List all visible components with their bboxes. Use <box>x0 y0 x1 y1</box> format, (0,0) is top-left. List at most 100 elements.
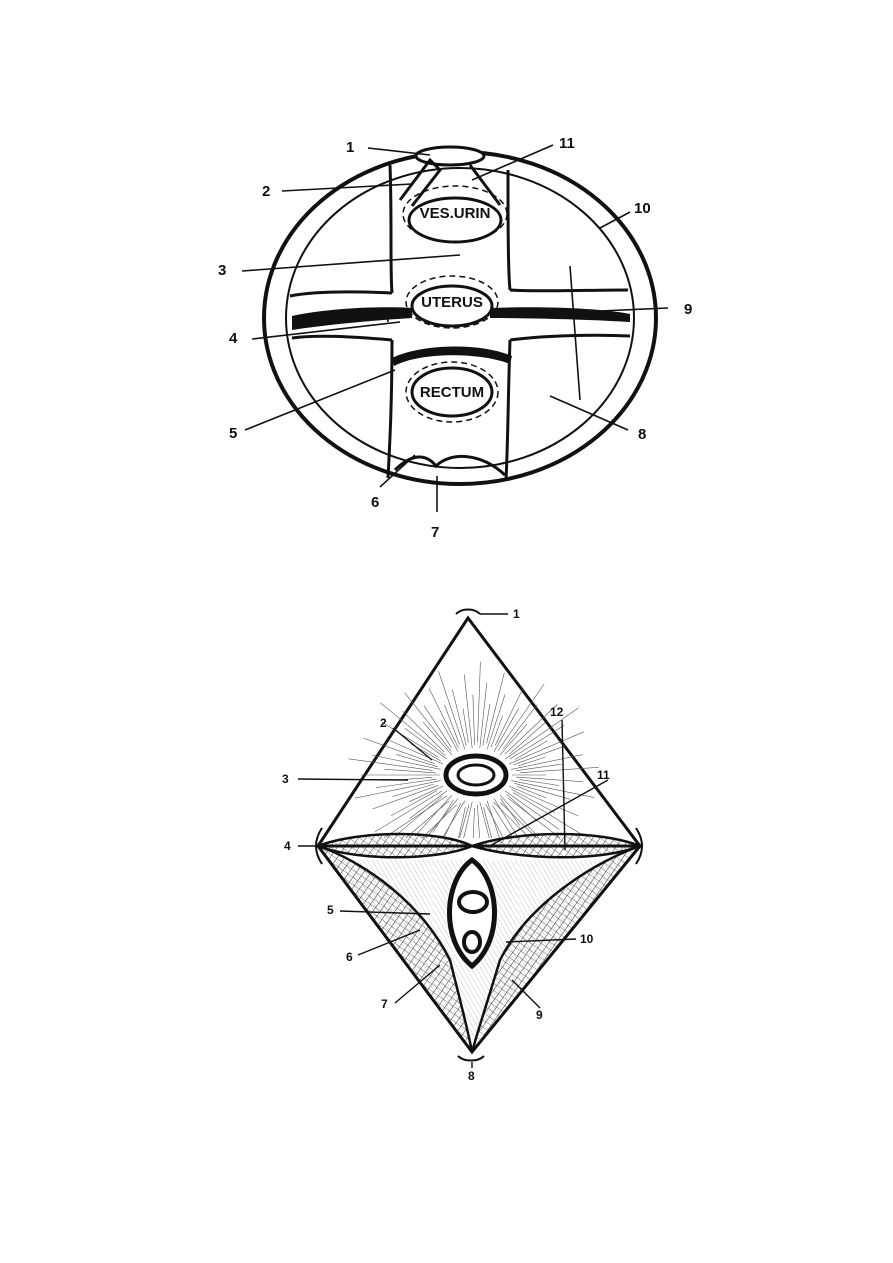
top-uterus-label: UTERUS <box>421 294 483 311</box>
radial-striation <box>499 794 540 839</box>
bottom-anal-opening-upper <box>457 890 489 914</box>
radial-striation <box>404 692 452 752</box>
radial-striation <box>514 783 571 800</box>
radial-striation <box>452 689 467 746</box>
top-label-11: 11 <box>559 135 575 152</box>
radial-striation <box>432 799 454 833</box>
radial-striation <box>507 797 561 839</box>
radial-striation <box>504 790 560 830</box>
radial-striation <box>442 800 466 839</box>
bottom-left-fossa <box>314 843 474 1053</box>
top-pubic-oval <box>414 145 486 167</box>
radial-striation <box>405 800 450 839</box>
radial-striation <box>504 704 558 755</box>
radial-striation <box>354 780 441 799</box>
radial-striation <box>462 708 469 743</box>
bottom-label-6: 6 <box>346 950 353 964</box>
radial-striation <box>479 682 488 749</box>
radial-striation <box>508 785 579 817</box>
radial-striation <box>381 721 439 758</box>
radial-striation <box>518 756 546 767</box>
top-label-7: 7 <box>431 524 439 541</box>
top-rectum <box>410 366 494 418</box>
radial-striation <box>383 795 448 839</box>
radial-striation <box>440 720 459 752</box>
top-label-8: 8 <box>638 426 646 443</box>
bottom-label-9: 9 <box>536 1008 543 1022</box>
radial-striation <box>402 710 445 753</box>
radial-striation <box>490 715 503 748</box>
radial-striation <box>384 768 437 774</box>
radial-striation <box>391 790 438 816</box>
radial-striation <box>493 801 530 839</box>
bottom-perineum-diagram: 1 2 3 4 5 6 7 8 9 10 11 12 <box>282 607 644 1083</box>
top-broad-ligament-right <box>490 307 630 322</box>
bottom-label-7: 7 <box>381 997 388 1011</box>
bottom-right-transverse-muscle <box>467 832 644 859</box>
radial-striation <box>517 786 547 799</box>
radial-striation <box>509 722 546 755</box>
radial-striation <box>392 783 434 797</box>
radial-striation <box>515 763 562 772</box>
radial-striation <box>438 671 466 750</box>
bottom-top-vertex-mark <box>455 608 481 615</box>
radial-striation <box>486 672 505 744</box>
radial-striation <box>485 803 504 839</box>
top-pelvic-cross-section-diagram: VES.URIN UTERUS RECTUM <box>218 135 692 541</box>
radial-striation <box>477 661 481 743</box>
radial-striation <box>493 708 519 752</box>
radial-striation <box>498 683 545 751</box>
top-vertical-septum <box>386 164 512 481</box>
bottom-urethral-ring-inner <box>456 763 496 787</box>
radial-striation <box>495 687 524 746</box>
radial-striation <box>444 704 460 745</box>
top-label-3: 3 <box>218 262 226 279</box>
bottom-label-5: 5 <box>327 903 334 917</box>
radial-striation <box>514 740 548 760</box>
bottom-bottom-vertex-mark <box>457 1055 485 1062</box>
bottom-right-vertex-mark <box>635 827 643 865</box>
radial-striation <box>482 704 491 746</box>
bottom-urogenital-triangle <box>315 615 644 848</box>
radial-striation <box>372 785 439 810</box>
radial-striation <box>459 804 470 839</box>
radial-striation <box>499 724 528 756</box>
radial-striation <box>477 804 480 839</box>
bottom-label-11: 11 <box>597 768 610 782</box>
radial-striation <box>409 790 448 819</box>
top-uterus-outline-dashed <box>405 275 499 329</box>
radial-striation <box>479 801 490 839</box>
top-label-10: 10 <box>634 200 651 217</box>
top-leader-lines <box>241 144 669 512</box>
bottom-label-4: 4 <box>284 839 291 853</box>
radial-striation <box>409 785 444 802</box>
radial-striation <box>422 722 453 756</box>
radial-striation <box>519 767 599 773</box>
top-label-4: 4 <box>229 330 238 347</box>
radial-striation <box>387 739 444 765</box>
bottom-label-2: 2 <box>380 716 387 730</box>
top-label-1: 1 <box>346 139 354 156</box>
radial-striation <box>463 801 473 839</box>
radial-striation <box>511 788 555 813</box>
radial-striation <box>374 790 443 833</box>
radial-striation <box>414 794 453 837</box>
top-rectum-label: RECTUM <box>420 384 484 401</box>
top-broad-ligament-left <box>292 307 412 330</box>
radial-striation <box>458 806 466 838</box>
top-horizontal-septum <box>289 288 631 342</box>
bottom-label-10: 10 <box>580 932 594 946</box>
radial-striation <box>396 754 438 767</box>
radial-striation <box>492 805 514 839</box>
radial-striation <box>395 795 443 836</box>
radial-striation <box>504 707 579 760</box>
radial-striation <box>348 758 433 771</box>
radial-striation <box>500 802 537 839</box>
radial-striation <box>513 745 566 765</box>
bottom-anal-opening-lower <box>462 930 482 954</box>
radial-striation <box>502 704 538 750</box>
top-inner-wall <box>285 167 635 469</box>
top-rectouterine-fold <box>392 346 512 366</box>
radial-striation <box>486 694 506 750</box>
